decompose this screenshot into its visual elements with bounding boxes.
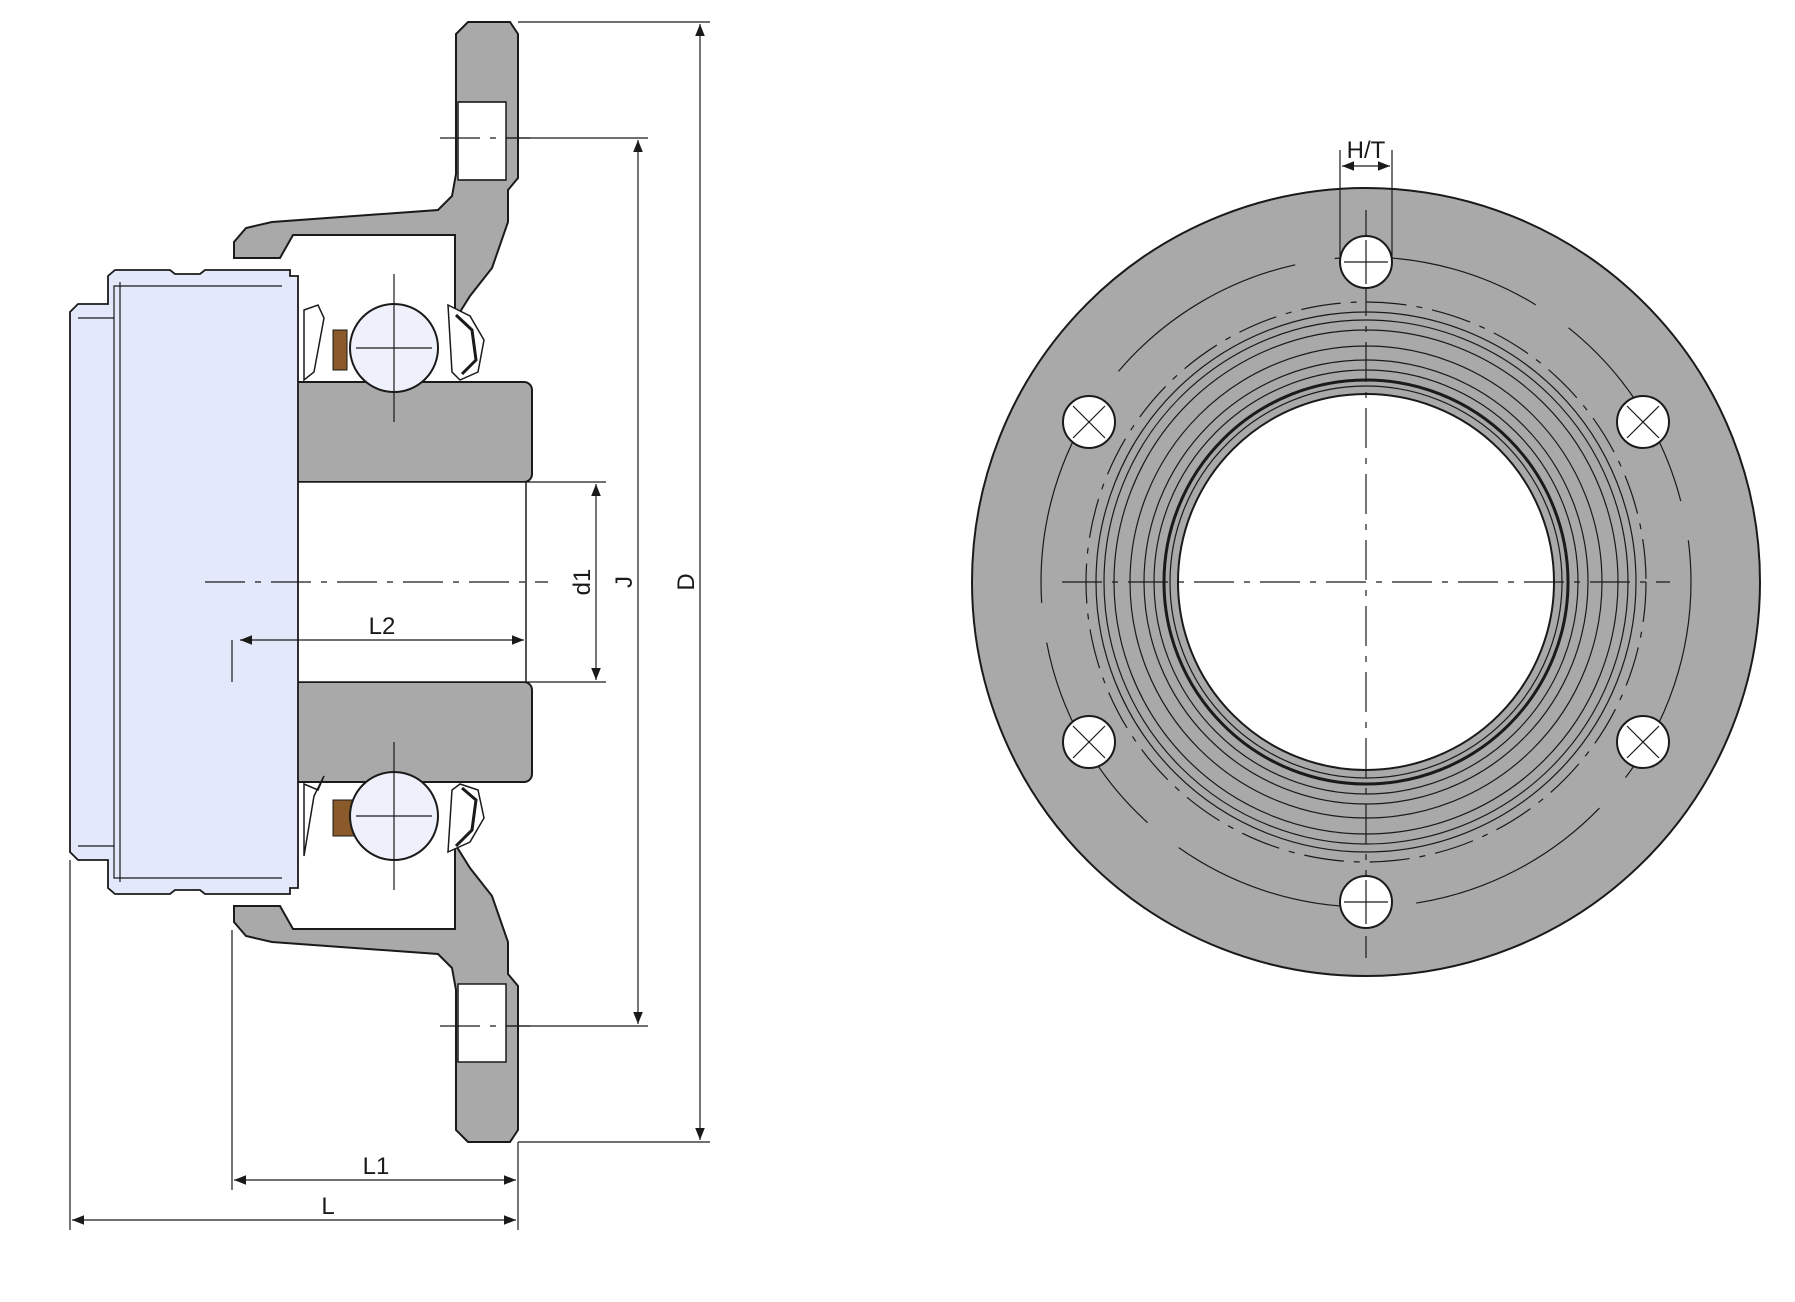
dim-L: L [72,1193,516,1225]
retainer-upper [332,329,348,371]
section-view: D J d1 L2 L1 L [69,21,710,1230]
label-L1: L1 [363,1153,390,1180]
bolt-hole-lower-left [1062,715,1116,769]
dim-D: D [673,24,705,1140]
bolt-hole-upper-left [1062,395,1116,449]
label-L2: L2 [369,613,396,640]
bolt-hole-bottom [1339,875,1393,929]
seal-upper [303,303,485,382]
front-view: H/T [971,137,1761,977]
upper-bolt-hole [457,101,507,181]
dim-HT: H/T [1339,137,1393,258]
bolt-hole-lower-right [1616,715,1670,769]
label-d1: d1 [569,569,596,596]
lower-bolt-hole [457,983,507,1063]
label-J: J [611,576,638,588]
label-D: D [673,573,700,590]
bolt-hole-upper-right [1616,395,1670,449]
dim-J: J [611,140,643,1024]
dim-L2: L2 [240,613,524,645]
bolt-hole-top [1339,235,1393,289]
dim-d1: d1 [569,484,601,680]
dim-L1: L1 [234,1153,516,1185]
label-L: L [321,1193,334,1220]
insert-collar [69,269,299,895]
label-HT: H/T [1347,137,1386,164]
